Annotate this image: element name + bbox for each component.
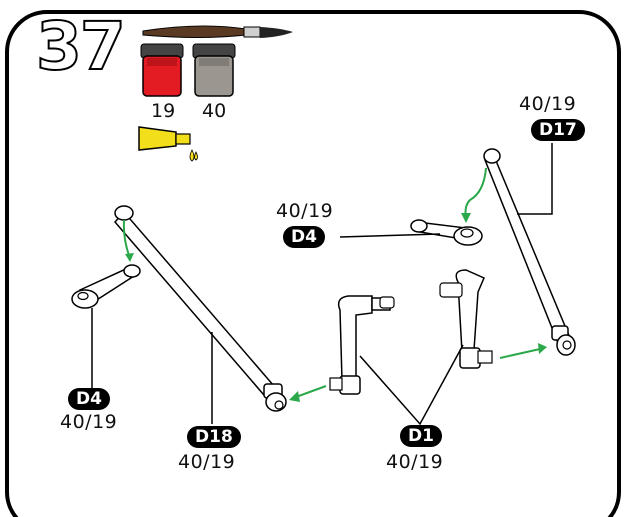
assembly-arrow — [289, 385, 327, 402]
paint-number: 19 — [151, 100, 176, 122]
assembly-arrow — [122, 219, 134, 262]
crank-part-d1 — [439, 269, 493, 369]
part-paint-code: 40/19 — [386, 451, 444, 473]
part-paint-code: 40/19 — [60, 411, 118, 433]
part-paint-code: 40/19 — [519, 93, 577, 115]
part-paint-code: 40/19 — [178, 451, 236, 473]
glue-tube-icon — [138, 126, 198, 162]
assembly-arrow — [461, 167, 487, 223]
part-code-badge: D1 — [400, 425, 442, 447]
paintbrush-icon — [142, 25, 293, 38]
step-number: 37 — [35, 8, 127, 85]
assembly-arrow — [499, 343, 547, 359]
rod-part-d17 — [483, 148, 576, 356]
part-paint-code: 40/19 — [276, 200, 334, 222]
part-code-badge: D4 — [283, 226, 325, 248]
part-code-badge: D4 — [68, 388, 110, 410]
part-code-badge: D17 — [531, 119, 585, 141]
paint-number: 40 — [202, 100, 227, 122]
crank-part-d1 — [329, 295, 395, 395]
step-frame — [5, 10, 621, 517]
link-part-d4 — [71, 264, 141, 309]
rod-part-d18 — [114, 205, 287, 412]
paint-pot-icon — [140, 43, 184, 97]
link-part-d4 — [410, 219, 483, 246]
paint-pot-icon — [192, 43, 236, 97]
part-code-badge: D18 — [187, 426, 241, 448]
